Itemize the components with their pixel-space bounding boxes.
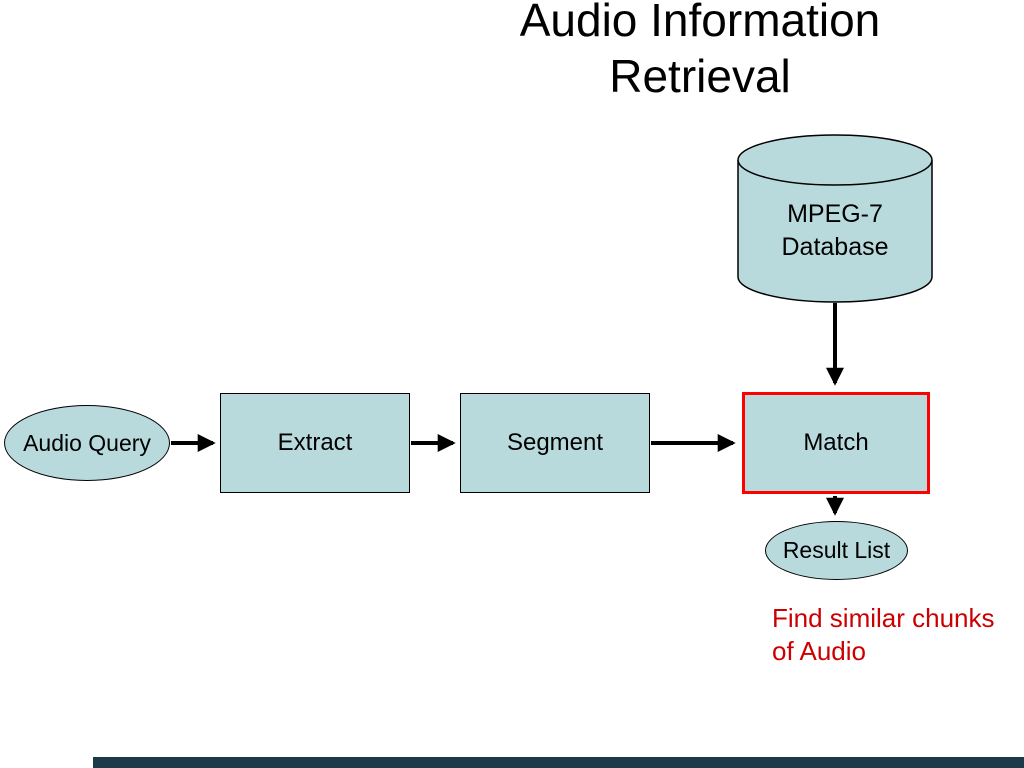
footer-bar	[93, 757, 1024, 768]
database-cylinder-icon	[737, 134, 933, 303]
node-audio-query-label: Audio Query	[23, 429, 151, 456]
annotation-line2: of Audio	[772, 636, 866, 666]
database-label-line2: Database	[781, 233, 889, 261]
slide-title-line2: Retrieval	[609, 50, 791, 102]
node-match: Match	[742, 392, 930, 494]
database-label-line1: MPEG-7	[787, 200, 883, 228]
node-extract-label: Extract	[277, 429, 353, 456]
annotation-find-similar: Find similar chunks of Audio	[772, 602, 1024, 668]
node-segment-label: Segment	[506, 429, 604, 456]
database-label: MPEG-7 Database	[737, 198, 933, 264]
node-match-label: Match	[803, 429, 869, 456]
node-result-list: Result List	[765, 521, 908, 580]
slide-title-line1: Audio Information	[519, 0, 881, 46]
slide-title: Audio Information Retrieval	[420, 0, 980, 104]
node-result-list-label: Result List	[782, 537, 891, 563]
annotation-line1: Find similar chunks	[772, 603, 995, 633]
node-extract: Extract	[220, 393, 410, 493]
node-segment: Segment	[460, 393, 650, 493]
node-audio-query: Audio Query	[4, 405, 170, 481]
